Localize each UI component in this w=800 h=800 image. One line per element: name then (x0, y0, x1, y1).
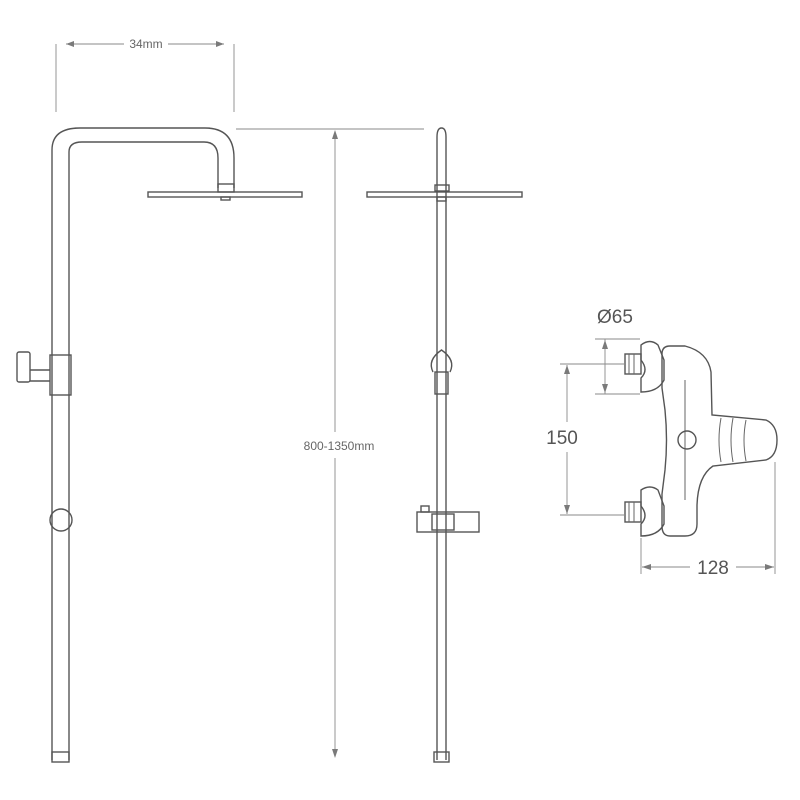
arm-projection-label: 34mm (129, 37, 162, 51)
height-dimension (236, 128, 424, 758)
side-view-shower-column (366, 127, 523, 763)
front-view-shower-column (16, 127, 303, 763)
diameter-label: Ø65 (597, 307, 633, 328)
arm-projection-dimension (55, 41, 235, 112)
depth-label: 128 (697, 558, 729, 579)
depth-dimension (640, 462, 776, 574)
height-range-label: 800-1350mm (304, 439, 375, 453)
diameter-dimension (595, 338, 640, 395)
thermostatic-mixer-drawing (624, 340, 778, 537)
centers-dimension (560, 363, 625, 516)
centers-label: 150 (546, 428, 578, 449)
